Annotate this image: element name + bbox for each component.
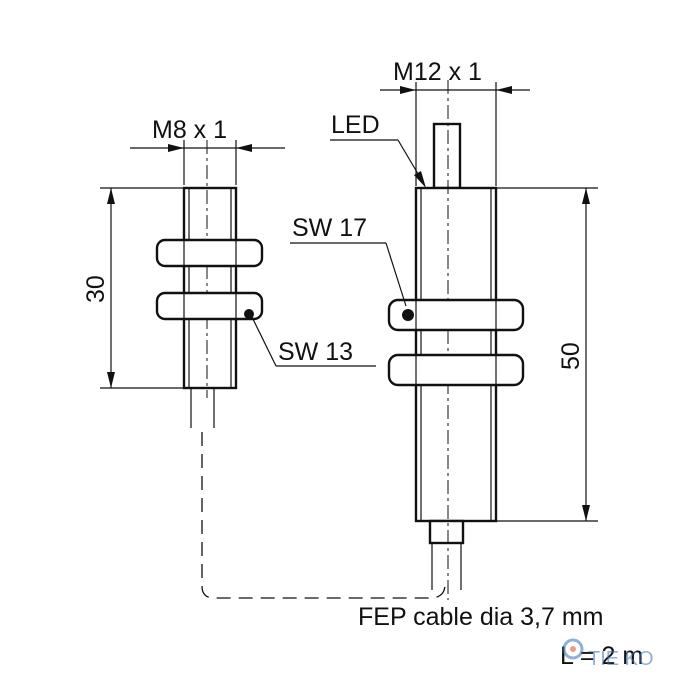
length-30-label: 30 (82, 275, 110, 303)
length-50-dimension: 50 (496, 187, 598, 522)
watermark-text: TIE KO (588, 648, 654, 670)
m12-sensor (387, 80, 525, 600)
m8-thread-dimension: M8 x 1 (130, 116, 285, 185)
m12-thread-label: M12 x 1 (393, 58, 482, 86)
m8-led-dot (244, 309, 254, 319)
length-30-dimension: 30 (82, 187, 184, 389)
m8-nut-lower (155, 291, 264, 321)
led-label: LED (331, 111, 380, 139)
m12-led-dot (402, 309, 414, 321)
m12-nut-lower (387, 353, 525, 387)
led-callout: LED (330, 111, 426, 188)
watermark-logo: TIE KO (562, 638, 654, 670)
length-50-label: 50 (557, 342, 585, 370)
cable-spec-label: FEP cable dia 3,7 mm (358, 603, 603, 631)
cable-connection (201, 432, 446, 599)
m8-nut-upper (155, 238, 264, 268)
m8-sensor (155, 140, 264, 428)
m8-sensor-body (182, 186, 238, 390)
sw17-label: SW 17 (292, 214, 367, 242)
m8-thread-label: M8 x 1 (152, 116, 227, 144)
m12-cable-gland (428, 519, 465, 545)
sw17-callout: SW 17 (290, 214, 407, 307)
m12-nut-upper (387, 298, 525, 332)
sw13-callout: SW 13 (251, 316, 376, 367)
m12-thread-dimension: M12 x 1 (380, 58, 530, 186)
sw13-label: SW 13 (278, 338, 353, 366)
m12-led-cap (432, 122, 462, 190)
